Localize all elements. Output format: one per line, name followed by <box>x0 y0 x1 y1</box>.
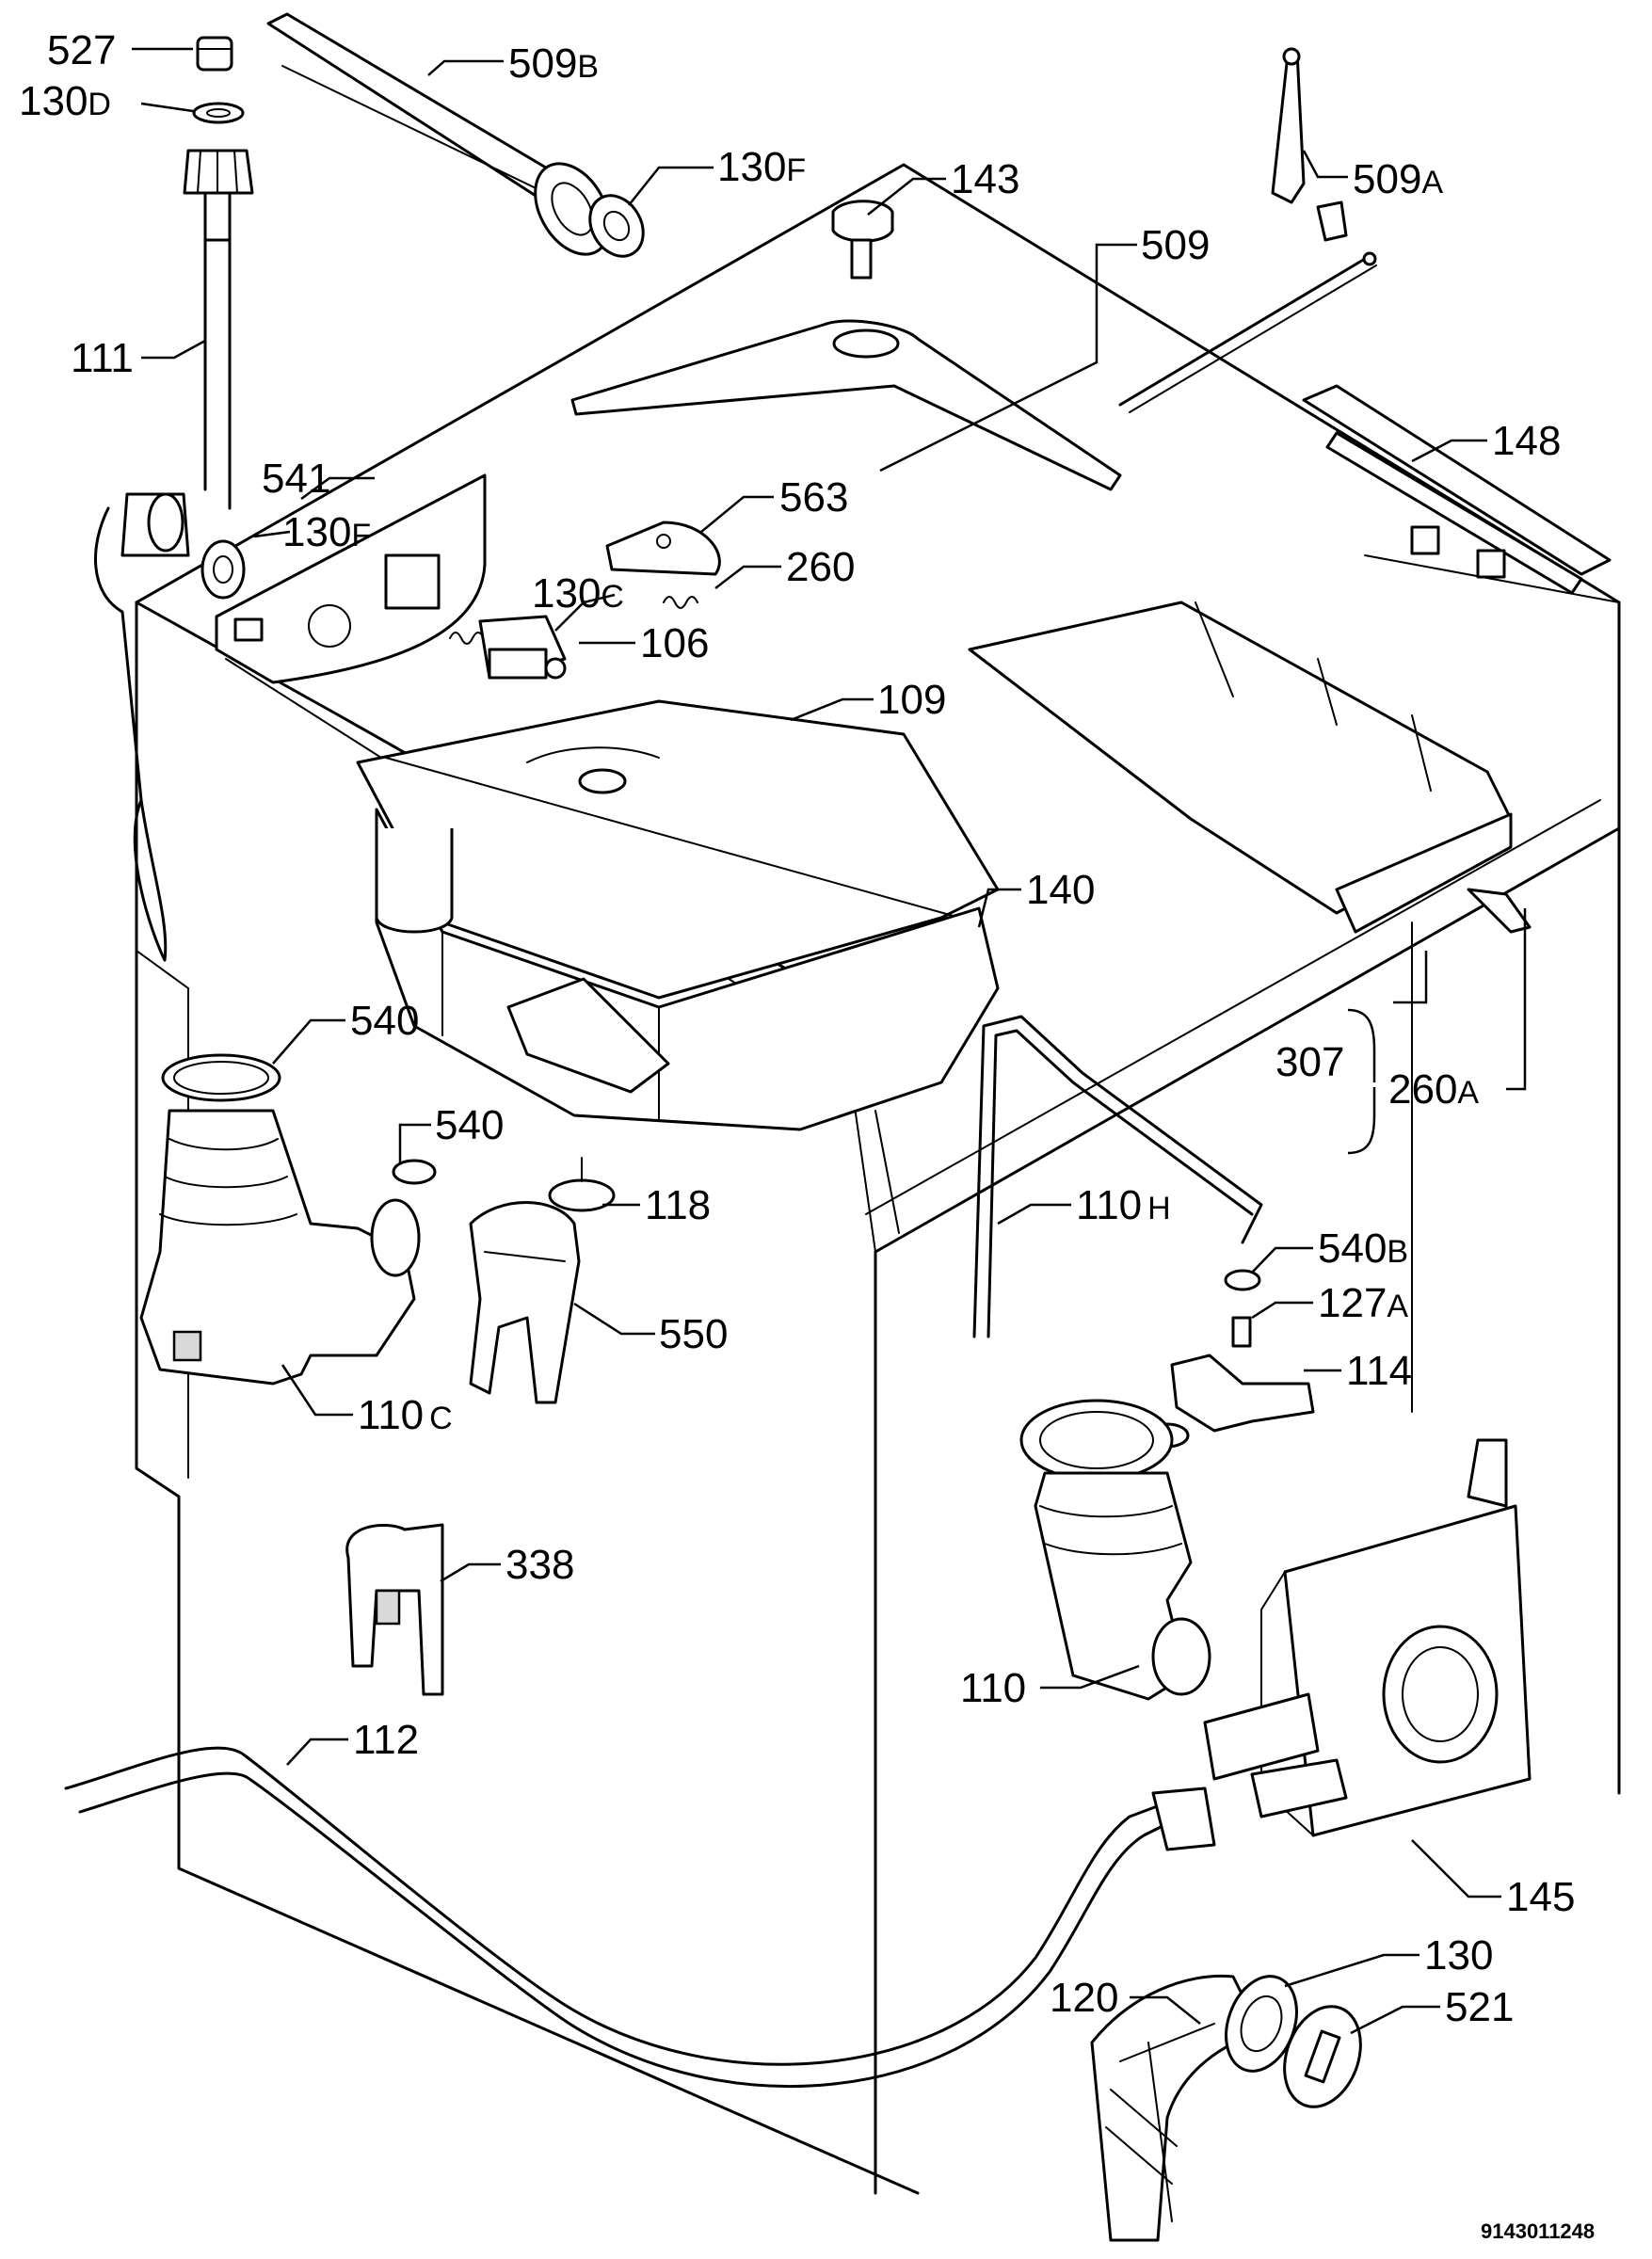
label-114: 114 <box>1346 1348 1412 1394</box>
label-145: 145 <box>1506 1874 1575 1920</box>
label-130C: 130C <box>532 570 624 617</box>
control-parts <box>570 47 1612 595</box>
drain-parts-right <box>64 1015 1532 2242</box>
label-130: 130 <box>1424 1932 1493 1979</box>
label-307: 307 <box>1275 1039 1344 1085</box>
label-521: 521 <box>1445 1984 1514 2030</box>
label-509: 509 <box>1141 222 1210 268</box>
label-540-b: 540 <box>435 1102 504 1148</box>
label-563: 563 <box>779 474 848 521</box>
label-130F-mid: 130F <box>282 509 371 555</box>
label-130F-top: 130F <box>717 144 806 190</box>
label-140: 140 <box>1026 867 1095 913</box>
label-509B: 509B <box>508 40 599 87</box>
label-148: 148 <box>1492 418 1561 464</box>
label-260A: 260A <box>1388 1066 1479 1113</box>
drain-parts-left <box>139 1053 581 1696</box>
diagram-code: 9143011248 <box>1481 2219 1595 2243</box>
leader-lines <box>132 47 1527 2035</box>
label-541: 541 <box>262 456 330 502</box>
cabinet-outline <box>135 163 1621 2195</box>
label-540B: 540B <box>1318 1226 1408 1272</box>
label-112: 112 <box>353 1717 419 1763</box>
label-109: 109 <box>877 677 946 723</box>
label-509A: 509A <box>1353 156 1443 202</box>
label-127A: 127A <box>1318 1280 1408 1326</box>
dispenser-parts <box>215 473 1532 1212</box>
label-110: 110 <box>960 1665 1026 1711</box>
label-118: 118 <box>645 1182 711 1228</box>
label-540-a: 540 <box>350 998 419 1044</box>
label-143: 143 <box>951 156 1019 202</box>
label-338: 338 <box>505 1542 574 1588</box>
label-550: 550 <box>659 1311 728 1357</box>
label-111: 111 <box>71 335 134 381</box>
label-120: 120 <box>1050 1975 1118 2021</box>
inlet-parts <box>94 12 645 962</box>
part-labels: 527 130D 509B 130F 143 509A 509 111 148 … <box>19 27 1595 2243</box>
label-130D: 130D <box>19 78 111 124</box>
label-527: 527 <box>47 27 116 73</box>
label-106: 106 <box>640 620 709 666</box>
label-260: 260 <box>786 544 855 590</box>
